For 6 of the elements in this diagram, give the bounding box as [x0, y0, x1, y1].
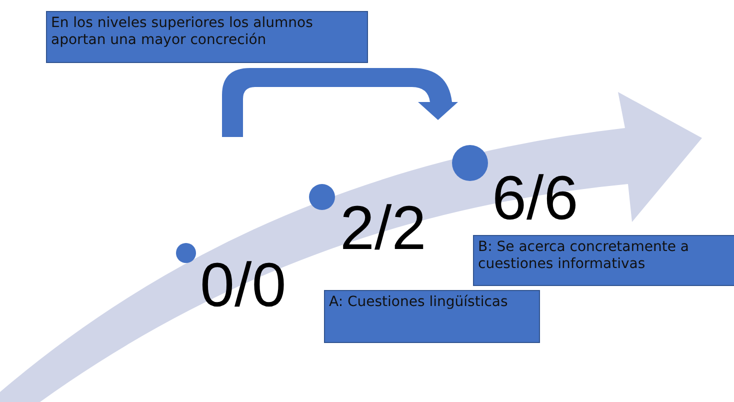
score-label: 2/2: [340, 198, 426, 260]
score-label: 6/6: [492, 168, 578, 230]
text-box: En los niveles superiores los alumnos aportan una mayor concreción: [46, 11, 368, 63]
text-box: B: Se acerca concretamente a cuestiones informativas: [473, 235, 734, 286]
score-label: 0/0: [200, 255, 286, 317]
text-box: A: Cuestiones lingüísticas: [324, 290, 540, 343]
